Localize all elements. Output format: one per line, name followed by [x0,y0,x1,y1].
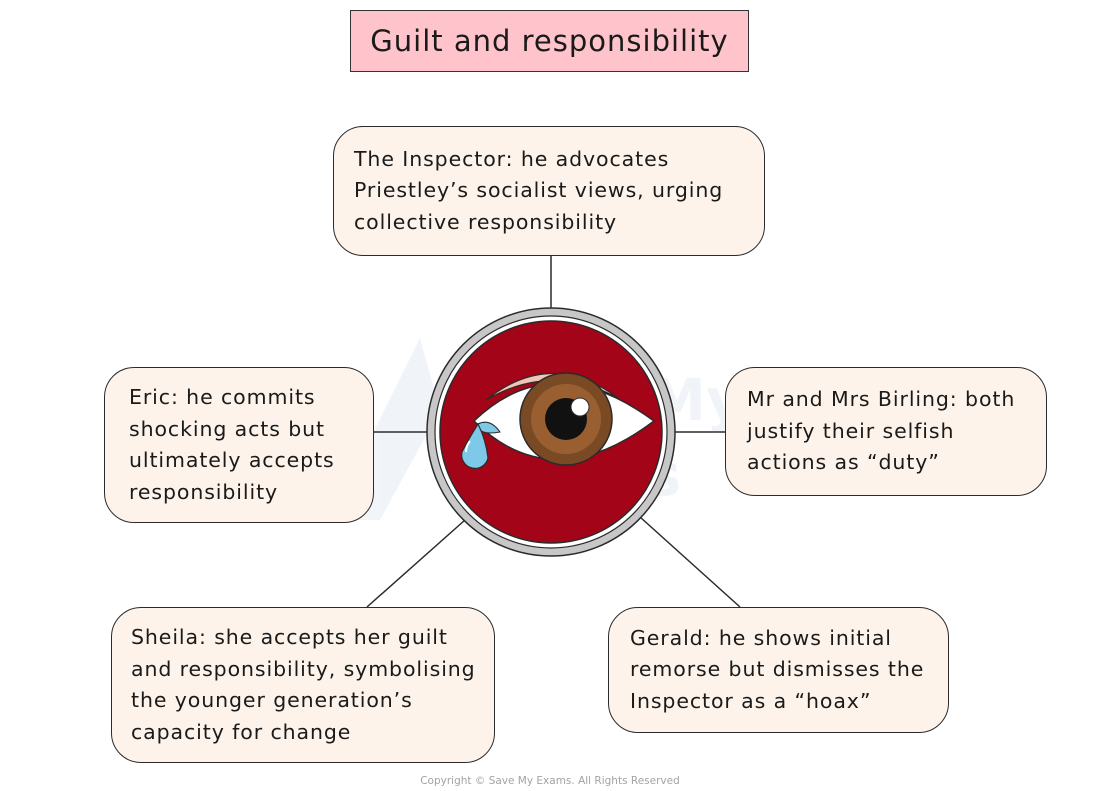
node-gerald-text: Gerald: he shows initial remorse but dis… [630,625,925,713]
node-gerald: Gerald: he shows initial remorse but dis… [608,607,949,733]
node-birling-text: Mr and Mrs Birling: both justify their s… [747,387,1016,475]
node-eric-text: Eric: he commits shocking acts but ultim… [129,385,335,504]
node-birling: Mr and Mrs Birling: both justify their s… [725,367,1047,496]
node-inspector: The Inspector: he advocates Priestley’s … [333,126,765,256]
connector-sheila [366,519,466,608]
node-inspector-text: The Inspector: he advocates Priestley’s … [354,146,724,234]
node-eric: Eric: he commits shocking acts but ultim… [104,367,374,523]
node-sheila-text: Sheila: she accepts her guilt and respon… [131,625,476,744]
connector-gerald [639,516,741,608]
node-sheila: Sheila: she accepts her guilt and respon… [111,607,495,763]
diagram-title: Guilt and responsibility [350,10,749,72]
copyright-notice: Copyright © Save My Exams. All Rights Re… [420,775,680,787]
